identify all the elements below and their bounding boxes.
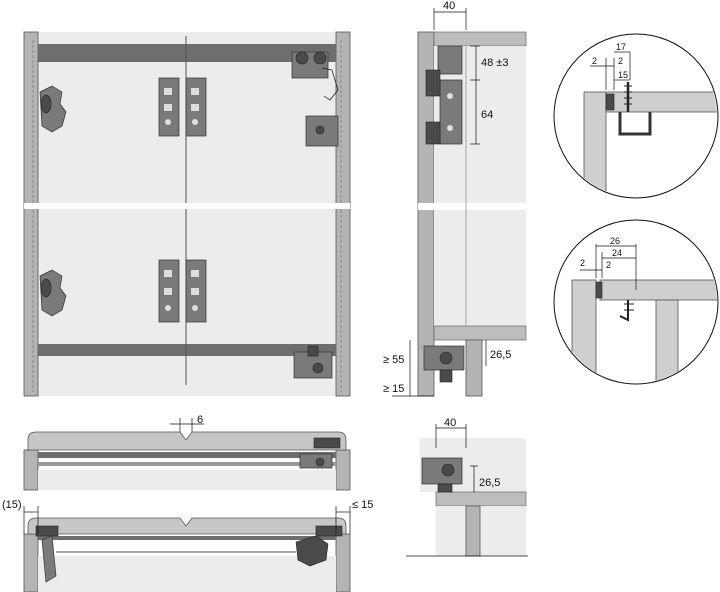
top-running-track [38,44,336,62]
bottom-guide-track [38,344,336,356]
dim-c2-2a: 2 [580,258,585,268]
dim-26-5-side: 26,5 [490,349,511,361]
dim-ge55: ≥ 55 [383,354,404,366]
dim-48: 48 ±3 [481,57,508,69]
connector-plates-upper [158,77,207,137]
dim-c1-2a: 2 [592,56,597,66]
side-section-view: 40 48 ±3 64 ≥ 55 26,5 ≥ 15 [383,0,528,397]
dim-64: 64 [481,109,493,121]
dim-c1-17: 17 [616,42,626,52]
bottom-guide-roller [293,345,333,379]
dim-top-40: 40 [443,0,455,12]
right-side-panel [335,31,351,397]
plan-view-bottom: (15) ≤ 15 [2,499,373,592]
dim-6: 6 [197,414,203,426]
detail-circle-bottom: 26 24 2 2 [553,219,719,385]
top-roller-carrier [291,51,339,147]
dim-c1-2b: 2 [618,56,623,66]
dim-c2-24: 24 [612,248,622,258]
door-stop-upper [39,85,67,133]
section-bottom-detail: 40 26,5 [406,417,528,557]
dim-c1-15: 15 [618,70,628,80]
detail-circle-top: 17 2 2 15 [553,33,719,199]
connector-plates-lower [158,259,207,323]
dim-p15: (15) [2,499,22,511]
plan-view-top: 6 [23,414,351,491]
dim-c2-2b: 2 [606,260,611,270]
break-gap [24,203,350,209]
dim-ge15: ≥ 15 [383,383,404,395]
door-stop-lower [39,269,67,317]
dim-c2-26: 26 [610,236,620,246]
front-elevation-view [23,31,351,397]
top-fitting-section [425,45,463,145]
dim-bottom-40: 40 [444,417,456,429]
bottom-fitting-section [423,345,465,383]
dim-le15: ≤ 15 [352,499,373,511]
dim-26-5-bottom: 26,5 [479,477,500,489]
left-side-panel [23,31,39,397]
